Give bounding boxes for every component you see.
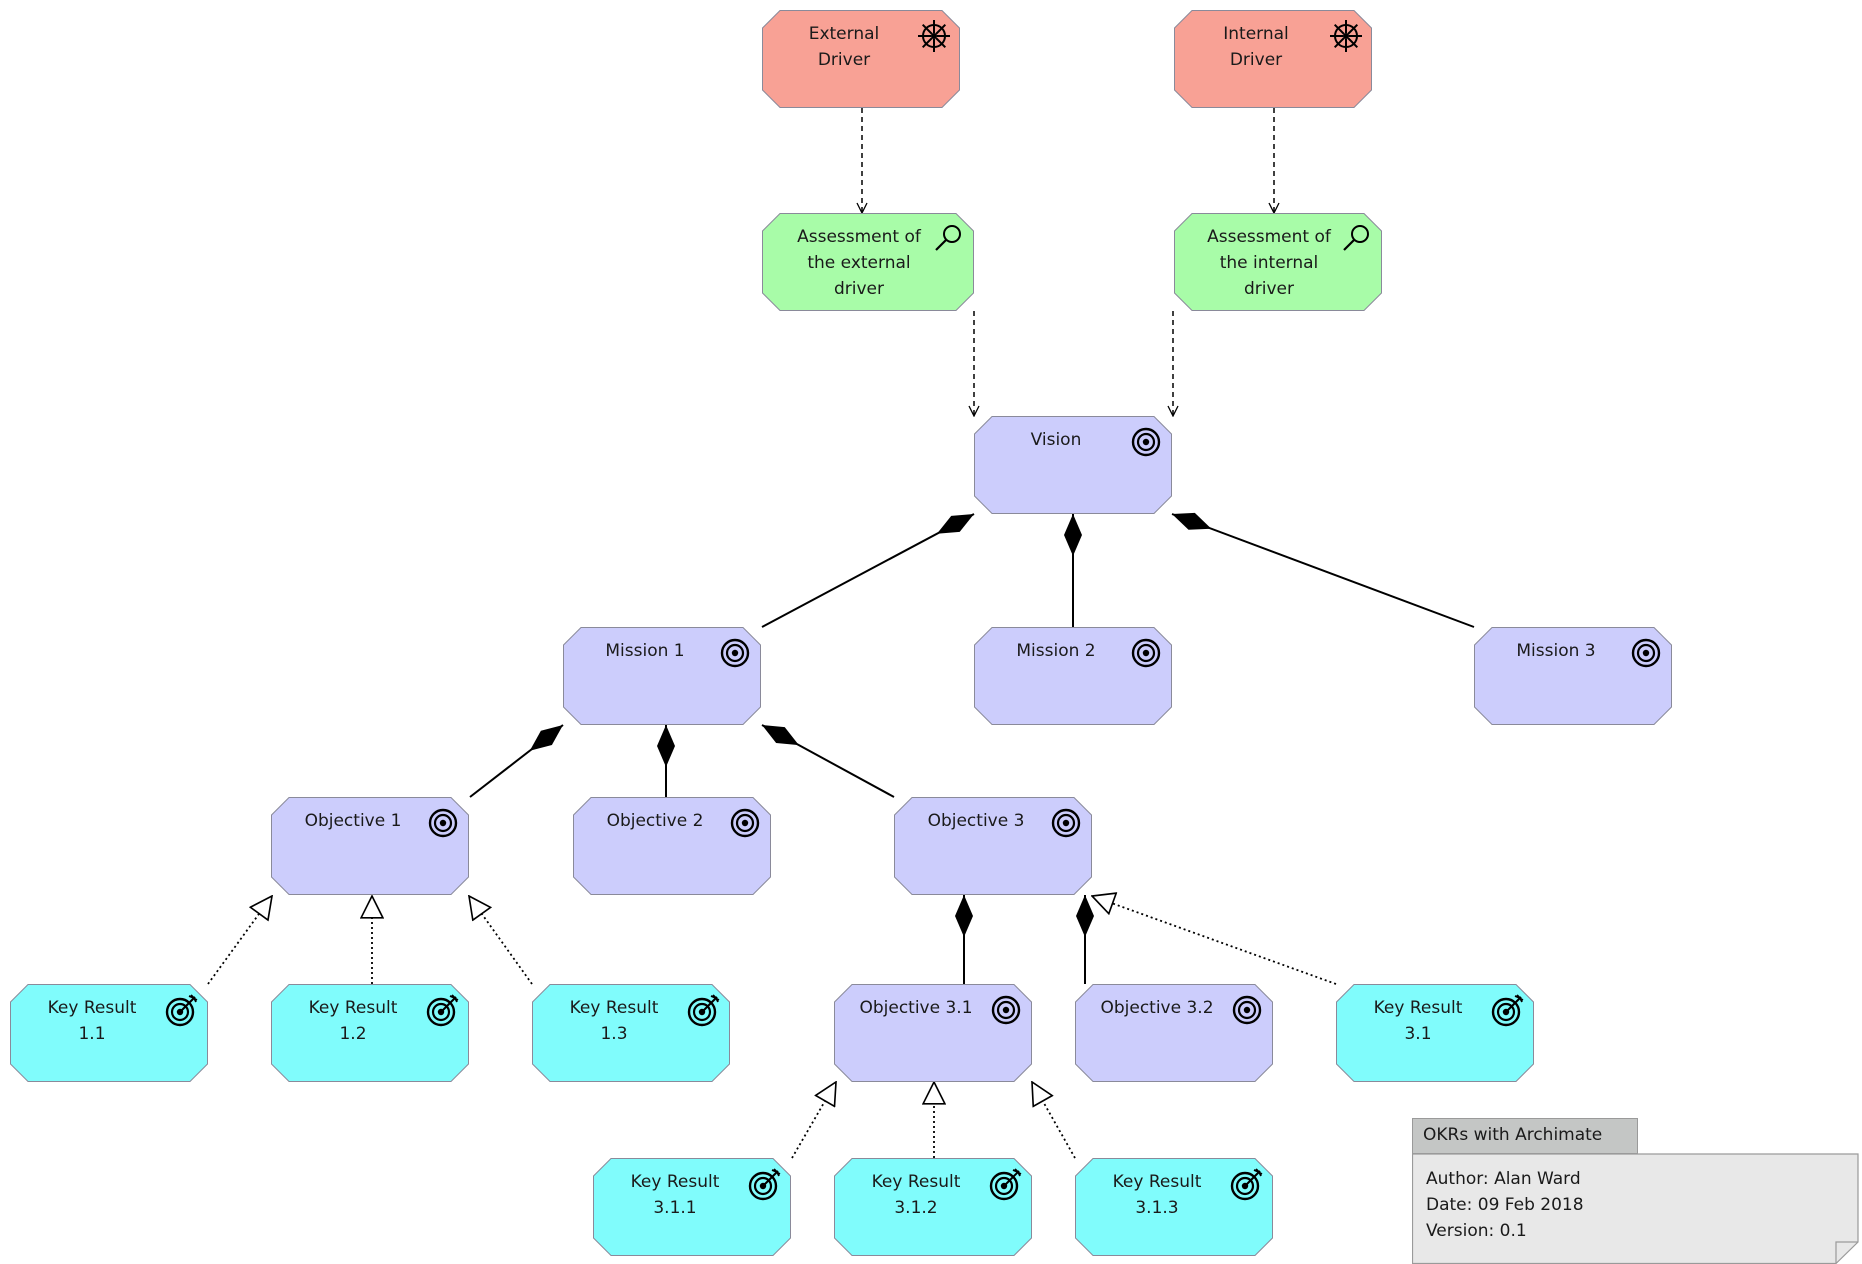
node-label: Objective 2 <box>606 811 704 831</box>
node-label: Key Result 1.2 <box>308 998 398 1044</box>
composition-relation[interactable] <box>1171 512 1475 628</box>
node-shape <box>1174 213 1382 311</box>
node-key-result-1-3[interactable]: Key Result 1.3 <box>532 984 730 1082</box>
target-icon <box>425 805 461 846</box>
node-shape <box>1474 627 1672 725</box>
outcome-arrow-target-icon <box>425 992 461 1033</box>
magnifier-icon <box>1338 221 1374 262</box>
node-label: Assessment of the internal driver <box>1207 227 1331 299</box>
node-shape <box>563 627 761 725</box>
node-shape <box>1174 10 1372 108</box>
node-label: Mission 1 <box>605 641 685 661</box>
node-label: Key Result 3.1.2 <box>871 1172 961 1218</box>
node-shape <box>974 416 1172 514</box>
node-label: Key Result 3.1.1 <box>630 1172 720 1218</box>
node-objective-2[interactable]: Objective 2 <box>573 797 771 895</box>
node-label: Assessment of the external driver <box>797 227 921 299</box>
outcome-arrow-target-icon <box>1490 992 1526 1033</box>
target-icon <box>1048 805 1084 846</box>
node-mission-1[interactable]: Mission 1 <box>563 627 761 725</box>
node-label: Objective 3.2 <box>1100 998 1214 1018</box>
node-shape <box>1075 984 1273 1082</box>
node-external-driver[interactable]: External Driver <box>762 10 960 108</box>
node-shape <box>271 797 469 895</box>
outcome-arrow-target-icon <box>747 1166 783 1207</box>
driver-wheel-icon <box>916 18 952 59</box>
note-text: Author: Alan Ward Date: 09 Feb 2018 Vers… <box>1426 1166 1584 1244</box>
composition-relation[interactable] <box>761 513 975 628</box>
node-shape <box>532 984 730 1082</box>
node-label: Vision <box>1030 430 1082 450</box>
node-label: Key Result 3.1 <box>1373 998 1463 1044</box>
node-label: Objective 3 <box>927 811 1025 831</box>
node-shape <box>10 984 208 1082</box>
node-shape <box>593 1158 791 1256</box>
node-shape <box>974 627 1172 725</box>
target-icon <box>727 805 763 846</box>
outcome-arrow-target-icon <box>164 992 200 1033</box>
node-shape <box>762 213 974 311</box>
node-key-result-3-1-1[interactable]: Key Result 3.1.1 <box>593 1158 791 1256</box>
node-objective-1[interactable]: Objective 1 <box>271 797 469 895</box>
node-key-result-3-1-3[interactable]: Key Result 3.1.3 <box>1075 1158 1273 1256</box>
node-key-result-1-1[interactable]: Key Result 1.1 <box>10 984 208 1082</box>
node-shape <box>894 797 1092 895</box>
node-assessment-external[interactable]: Assessment of the external driver <box>762 213 974 311</box>
note-body[interactable] <box>1412 1118 1862 1264</box>
realization-relation[interactable] <box>1092 896 1337 985</box>
realization-relation[interactable] <box>469 896 533 985</box>
node-shape <box>834 984 1032 1082</box>
target-icon <box>1628 635 1664 676</box>
node-shape <box>1075 1158 1273 1256</box>
realization-relation[interactable] <box>791 1082 836 1159</box>
node-assessment-internal[interactable]: Assessment of the internal driver <box>1174 213 1382 311</box>
node-mission-3[interactable]: Mission 3 <box>1474 627 1672 725</box>
note-version: Version: 0.1 <box>1426 1221 1527 1241</box>
node-key-result-3-1[interactable]: Key Result 3.1 <box>1336 984 1534 1082</box>
node-label: Mission 2 <box>1016 641 1096 661</box>
target-icon <box>988 992 1024 1033</box>
target-icon <box>1229 992 1265 1033</box>
node-vision[interactable]: Vision <box>974 416 1172 514</box>
target-icon <box>1128 424 1164 465</box>
node-label: Key Result 1.1 <box>47 998 137 1044</box>
target-icon <box>1128 635 1164 676</box>
node-shape <box>573 797 771 895</box>
magnifier-icon <box>930 221 966 262</box>
node-shape <box>762 10 960 108</box>
node-shape <box>834 1158 1032 1256</box>
note-date: Date: 09 Feb 2018 <box>1426 1195 1584 1215</box>
composition-relation[interactable] <box>469 724 564 798</box>
node-label: Key Result 1.3 <box>569 998 659 1044</box>
node-mission-2[interactable]: Mission 2 <box>974 627 1172 725</box>
target-icon <box>717 635 753 676</box>
node-label: Mission 3 <box>1516 641 1596 661</box>
note-author: Author: Alan Ward <box>1426 1169 1581 1189</box>
node-key-result-1-2[interactable]: Key Result 1.2 <box>271 984 469 1082</box>
node-internal-driver[interactable]: Internal Driver <box>1174 10 1372 108</box>
node-label: Internal Driver <box>1223 24 1289 70</box>
node-objective-3[interactable]: Objective 3 <box>894 797 1092 895</box>
node-label: Objective 3.1 <box>859 998 973 1018</box>
node-objective-3-2[interactable]: Objective 3.2 <box>1075 984 1273 1082</box>
node-label: External Driver <box>808 24 880 70</box>
outcome-arrow-target-icon <box>686 992 722 1033</box>
node-key-result-3-1-2[interactable]: Key Result 3.1.2 <box>834 1158 1032 1256</box>
note-title-tab: OKRs with Archimate <box>1412 1118 1638 1154</box>
outcome-arrow-target-icon <box>988 1166 1024 1207</box>
realization-relation[interactable] <box>207 896 272 985</box>
node-label: Key Result 3.1.3 <box>1112 1172 1202 1218</box>
node-shape <box>1336 984 1534 1082</box>
driver-wheel-icon <box>1328 18 1364 59</box>
node-objective-3-1[interactable]: Objective 3.1 <box>834 984 1032 1082</box>
realization-relation[interactable] <box>1032 1082 1076 1159</box>
composition-relation[interactable] <box>761 724 895 798</box>
outcome-arrow-target-icon <box>1229 1166 1265 1207</box>
note-title: OKRs with Archimate <box>1423 1125 1603 1145</box>
node-shape <box>271 984 469 1082</box>
node-label: Objective 1 <box>304 811 402 831</box>
